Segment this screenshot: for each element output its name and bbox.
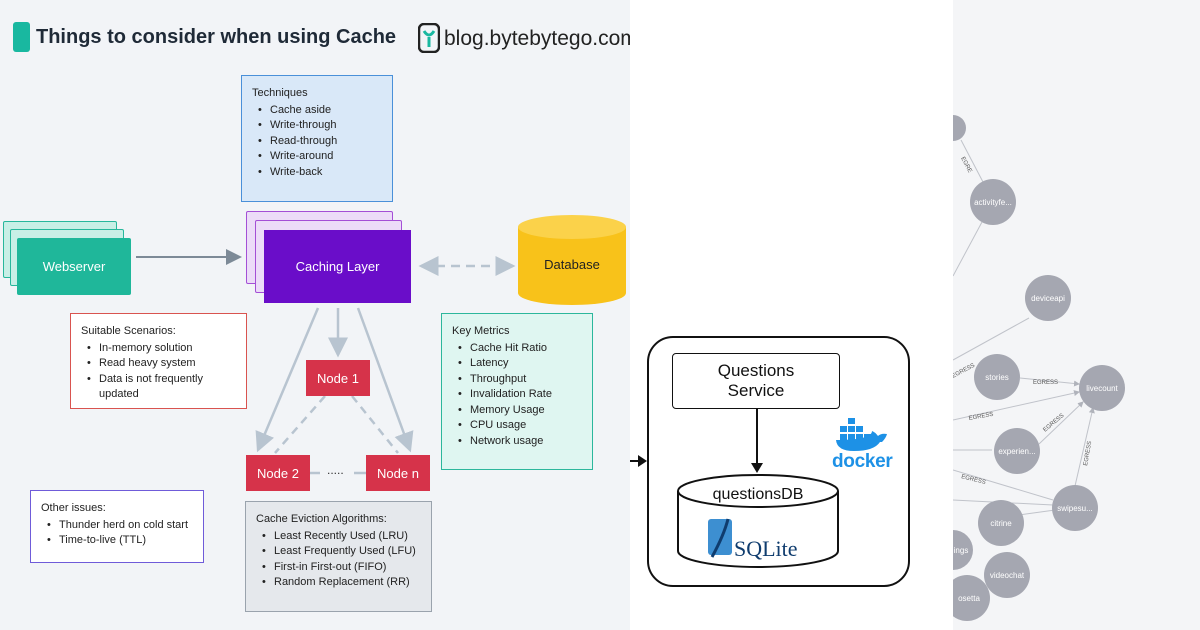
cache-node-2: Node 2 [246, 455, 310, 491]
docker-container-box [647, 336, 910, 587]
techniques-title: Techniques [252, 87, 308, 99]
incoming-arrow-icon [630, 455, 647, 467]
sqlite-logo-icon [708, 518, 732, 558]
list-item: Thunder herd on cold start [47, 518, 191, 534]
service-label-line1: Questions [717, 361, 795, 380]
list-item: Memory Usage [458, 403, 580, 419]
graph-node-label: videochat [990, 571, 1025, 580]
graph-edge [960, 139, 984, 183]
graph-edge-label: EGRESS [1033, 380, 1058, 386]
graph-node-label: osetta [958, 594, 980, 603]
list-item: Throughput [458, 372, 580, 388]
cache-node-n: Node n [366, 455, 430, 491]
list-item: Write-around [258, 149, 380, 165]
graph-edge [953, 469, 1054, 501]
scenarios-title: Suitable Scenarios: [81, 325, 176, 337]
graph-node[interactable] [1079, 365, 1125, 411]
list-item: Least Frequently Used (LFU) [262, 544, 419, 560]
graph-node-label: livecount [1086, 384, 1118, 393]
graph-node[interactable] [953, 115, 966, 141]
list-item: Time-to-live (TTL) [47, 533, 191, 549]
service-to-db-arrow [751, 409, 763, 473]
graph-node-label: activityfe... [974, 198, 1012, 207]
graph-edge-label: EGRESS [1083, 441, 1093, 467]
list-item: Cache Hit Ratio [458, 341, 580, 357]
graph-edge [953, 390, 1080, 421]
questions-db-cylinder [677, 474, 839, 568]
questions-service-box: Questions Service [672, 353, 840, 409]
graph-edge [1019, 377, 1080, 387]
scenarios-list: In-memory solution Read heavy system Dat… [81, 341, 234, 403]
brand-url: blog.bytebytego.com [444, 27, 630, 50]
suitable-scenarios-note: Suitable Scenarios: In-memory solution R… [70, 313, 247, 409]
cache-infographic-panel: Things to consider when using Cache blog… [0, 0, 630, 630]
graph-node-label: swipesu... [1057, 504, 1093, 513]
infographic-title: Things to consider when using Cache [36, 26, 397, 48]
list-item: Latency [458, 356, 580, 372]
graph-node-label: stories [985, 373, 1009, 382]
graph-edge-label: EGRESS [961, 474, 987, 486]
docker-wordmark: docker [832, 451, 893, 472]
list-item: CPU usage [458, 418, 580, 434]
questions-db-label: questionsDB [712, 486, 804, 503]
eviction-title: Cache Eviction Algorithms: [256, 513, 387, 525]
graph-node[interactable] [974, 354, 1020, 400]
list-item: Write-back [258, 165, 380, 181]
graph-edge-label: EGRESS [968, 412, 994, 422]
graph-edge [1038, 401, 1084, 445]
graph-node-label: experien... [998, 447, 1035, 456]
graph-node-label: citrine [990, 519, 1012, 528]
list-item: Read heavy system [87, 356, 234, 372]
graph-node[interactable] [978, 500, 1024, 546]
techniques-note: Techniques Cache aside Write-through Rea… [241, 75, 393, 202]
list-item: In-memory solution [87, 341, 234, 357]
eviction-list: Least Recently Used (LRU) Least Frequent… [256, 529, 419, 591]
list-item: Cache aside [258, 103, 380, 119]
diagram-connectors [136, 249, 516, 475]
other-issues-list: Thunder herd on cold start Time-to-live … [41, 518, 191, 549]
webserver-box: Webserver [17, 238, 131, 295]
graph-node[interactable] [994, 428, 1040, 474]
other-issues-title: Other issues: [41, 502, 106, 514]
sqlite-wordmark: SQLite [734, 536, 798, 561]
list-item: Read-through [258, 134, 380, 150]
title-accent-bar [13, 22, 30, 52]
graph-node[interactable] [1025, 275, 1071, 321]
list-item: Network usage [458, 434, 580, 450]
caching-layer-box: Caching Layer [264, 230, 411, 303]
graph-edge [953, 221, 983, 277]
database-label: Database [544, 257, 600, 272]
node-ellipsis: ..... [327, 463, 344, 477]
other-issues-note: Other issues: Thunder herd on cold start… [30, 490, 204, 563]
list-item: Least Recently Used (LRU) [262, 529, 419, 545]
cache-node-1: Node 1 [306, 360, 370, 396]
docker-whale-icon [836, 418, 887, 451]
graph-edge-label: EGRESS [953, 363, 976, 380]
graph-edge [953, 317, 1030, 361]
graph-node[interactable] [970, 179, 1016, 225]
techniques-list: Cache aside Write-through Read-through W… [252, 103, 380, 181]
service-label-line2: Service [727, 381, 785, 400]
graph-node[interactable] [1052, 485, 1098, 531]
list-item: Invalidation Rate [458, 387, 580, 403]
graph-edge [1074, 407, 1095, 487]
graph-node-label: ings [954, 546, 969, 555]
service-dependency-graph: EGRE EGRESS EGRESS EGRESS EGRESS EGRESS … [953, 115, 1125, 621]
graph-node[interactable] [953, 530, 973, 570]
cache-eviction-note: Cache Eviction Algorithms: Least Recentl… [245, 501, 432, 612]
graph-node[interactable] [953, 575, 990, 621]
list-item: Write-through [258, 118, 380, 134]
key-metrics-note: Key Metrics Cache Hit Ratio Latency Thro… [441, 313, 593, 470]
bytebytego-logo-icon [418, 23, 440, 53]
database-cylinder [518, 215, 626, 305]
graph-node[interactable] [984, 552, 1030, 598]
graph-node-label: deviceapi [1031, 294, 1065, 303]
list-item: First-in First-out (FIFO) [262, 560, 419, 576]
list-item: Data is not frequently updated [87, 372, 234, 403]
metrics-title: Key Metrics [452, 325, 510, 337]
list-item: Random Replacement (RR) [262, 575, 419, 591]
metrics-list: Cache Hit Ratio Latency Throughput Inval… [452, 341, 580, 450]
